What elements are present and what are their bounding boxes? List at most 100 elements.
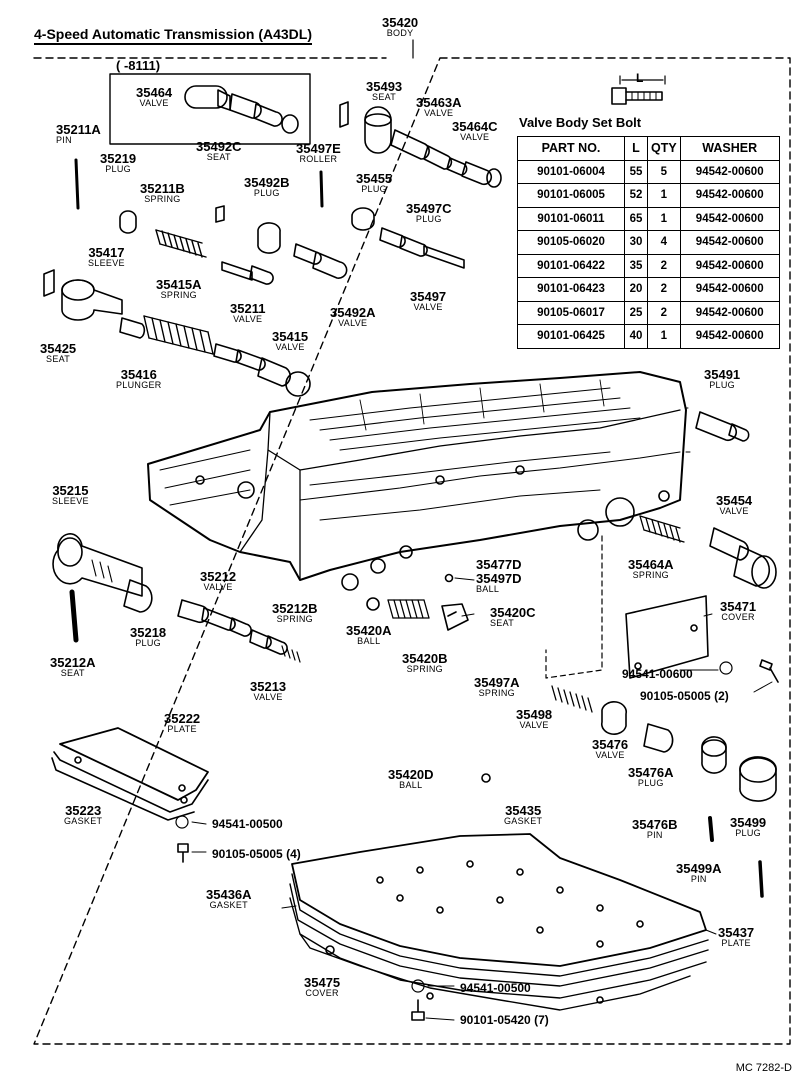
table-cell: 90101-06425 <box>517 324 625 349</box>
valve-35498 <box>600 701 628 735</box>
table-cell: 90101-06422 <box>517 253 625 278</box>
valve-35415 <box>213 343 311 397</box>
seat-35420C <box>441 603 469 631</box>
spring-35420B <box>387 599 430 619</box>
plug-35492B <box>257 222 281 254</box>
sleeve-35215 <box>52 533 143 597</box>
valve-35497 <box>379 227 465 269</box>
table-cell: 2 <box>647 300 681 325</box>
table-cell: 90101-06011 <box>517 206 625 231</box>
table-header-row: PART NO. L QTY WASHER <box>517 136 780 161</box>
assembly-frame <box>33 57 791 1045</box>
ball-35497D <box>444 573 454 583</box>
bolt-icon <box>759 659 779 683</box>
plug-35491 <box>695 411 750 442</box>
table-cell: 1 <box>647 324 681 349</box>
table-cell: 90101-06005 <box>517 183 625 208</box>
seat-35425 <box>43 269 55 297</box>
valve-35454 <box>709 527 777 589</box>
ball-35420A <box>366 597 380 611</box>
bolt-label-90101-05420-7: 90101-05420 (7) <box>460 1013 549 1027</box>
valve-body-35420 <box>147 371 687 591</box>
plug-35499 <box>739 756 777 802</box>
table-cell: 2 <box>647 253 681 278</box>
washer-icon <box>719 661 733 675</box>
bolt-icon <box>411 999 425 1021</box>
seat-35493 <box>339 101 349 128</box>
plate-stack <box>289 833 709 1011</box>
valve-35211 <box>221 261 274 285</box>
washer-label-94541-00500: 94541-00500 <box>212 817 283 831</box>
ball-35420D <box>481 773 491 783</box>
sleeve-35417 <box>61 279 123 321</box>
table-cell: 40 <box>624 324 648 349</box>
table-cell: 94542-00600 <box>679 253 780 278</box>
plunger-35416 <box>119 317 146 339</box>
diagram-code: MC 7282-D <box>735 1062 792 1074</box>
col-part-no: PART NO. <box>517 136 625 161</box>
table-cell: 94542-00600 <box>679 206 780 231</box>
pin-35476B <box>708 816 714 842</box>
spring-35464A <box>639 515 685 543</box>
seat-35212A <box>69 589 79 643</box>
washer-icon <box>411 979 425 993</box>
table-cell: 94542-00600 <box>679 277 780 302</box>
valve-35463A <box>364 106 502 188</box>
valve-35476 <box>643 723 674 753</box>
col-l: L <box>624 136 648 161</box>
roller-35497E <box>319 170 324 208</box>
plug-35219 <box>119 210 137 234</box>
leader-lines <box>191 577 773 1021</box>
table-cell: 30 <box>624 230 648 255</box>
table-cell: 94542-00600 <box>679 183 780 208</box>
spring-35211B <box>155 229 207 258</box>
table-cell: 20 <box>624 277 648 302</box>
pin-35499A <box>758 860 764 898</box>
table-cell: 90101-06423 <box>517 277 625 302</box>
spring-35415A <box>143 315 214 355</box>
table-cell: 90101-06004 <box>517 159 625 184</box>
table-cell: 4 <box>647 230 681 255</box>
table-cell: 1 <box>647 206 681 231</box>
seat-35492C <box>215 205 225 223</box>
table-cell: 94542-00600 <box>679 300 780 325</box>
table-cell: 94542-00600 <box>679 159 780 184</box>
valve-35212 <box>177 599 252 637</box>
